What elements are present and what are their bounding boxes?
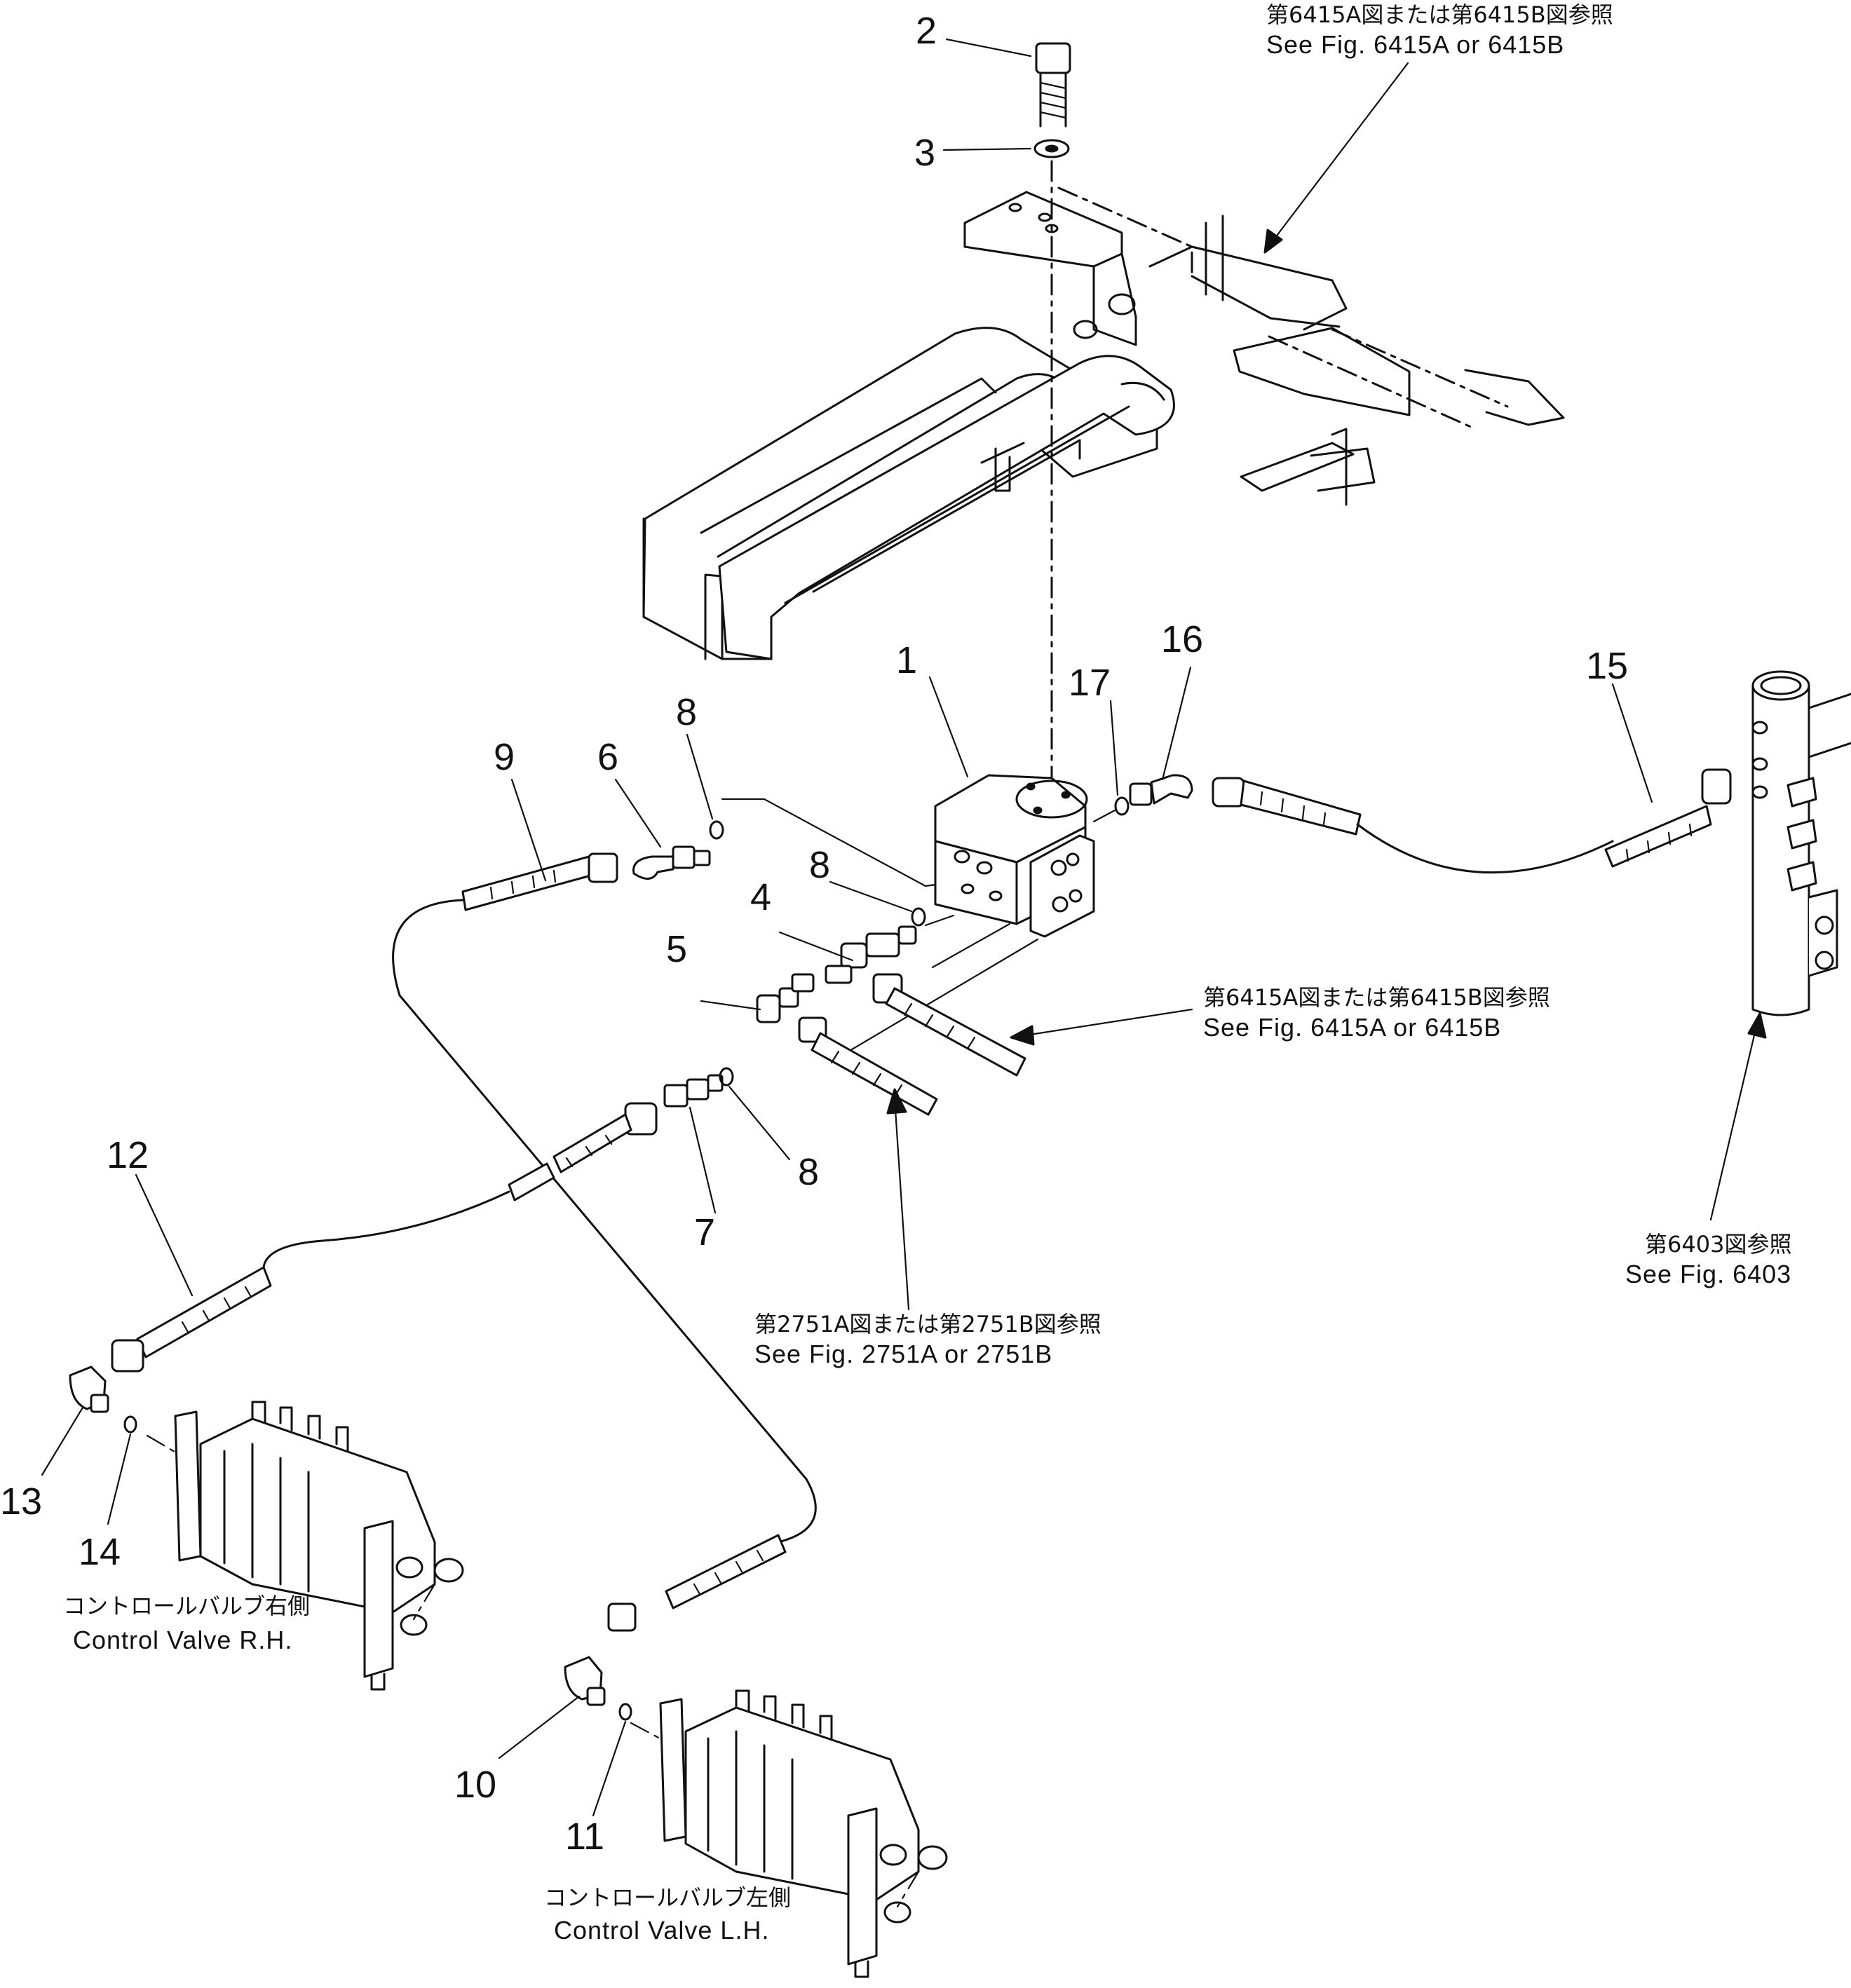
callout-16: 16 — [1161, 618, 1203, 660]
callout-8-upper: 8 — [676, 691, 697, 733]
o-ring-part-8-middle — [911, 907, 926, 927]
callout-9: 9 — [494, 736, 515, 778]
reference-bottom-jp: 第2751A図または第2751B図参照 — [754, 1311, 1101, 1337]
o-ring-part-8-upper — [709, 820, 724, 840]
callout-14: 14 — [79, 1531, 121, 1573]
pipe-reference-6415-lower — [872, 973, 1026, 1077]
control-valve-lh — [630, 1689, 948, 1978]
block-leader-lines — [721, 798, 1116, 1053]
callout-6: 6 — [597, 736, 618, 778]
o-ring-part-14 — [123, 1415, 137, 1434]
hose-part-12 — [111, 1102, 658, 1373]
reference-top-en: See Fig. 6415A or 6415B — [1266, 30, 1564, 59]
o-ring-part-17 — [1114, 796, 1130, 816]
valve-rh-label-jp: コントロールバルブ右側 — [63, 1593, 310, 1619]
valve-lh-label-en: Control Valve L.H. — [554, 1916, 769, 1945]
tee-fitting-part-4 — [825, 925, 917, 984]
adapter-part-7 — [663, 1074, 724, 1108]
reference-bottom-en: See Fig. 2751A or 2751B — [754, 1340, 1052, 1368]
main-frame-rails — [642, 327, 1175, 660]
callout-7: 7 — [694, 1211, 715, 1253]
valve-block-part-1 — [934, 774, 1095, 938]
bolt-part-2 — [1035, 42, 1071, 128]
reference-arrows — [886, 62, 1767, 1311]
hose-part-15 — [1212, 768, 1732, 874]
callout-1: 1 — [896, 639, 917, 681]
elbow-fitting-part-13 — [69, 1366, 109, 1413]
callout-8-lower: 8 — [798, 1151, 819, 1193]
washer-part-3 — [1033, 139, 1070, 158]
elbow-fitting-part-16 — [1129, 774, 1193, 806]
o-ring-part-8-lower — [719, 1067, 734, 1087]
elbow-fitting-part-6 — [632, 845, 711, 880]
callout-12: 12 — [107, 1134, 149, 1176]
callout-10: 10 — [454, 1764, 496, 1806]
callout-3: 3 — [914, 132, 935, 174]
manifold-pipe — [1751, 670, 1851, 1016]
reference-mid-en: See Fig. 6415A or 6415B — [1203, 1013, 1501, 1042]
reference-right-en: See Fig. 6403 — [1625, 1260, 1791, 1288]
valve-lh-label-jp: コントロールバルブ左側 — [544, 1884, 791, 1911]
control-valve-rh — [146, 1401, 464, 1691]
callout-13: 13 — [0, 1480, 42, 1523]
reference-top-jp: 第6415A図または第6415B図参照 — [1266, 1, 1613, 28]
valve-rh-label-en: Control Valve R.H. — [73, 1626, 292, 1654]
callout-17: 17 — [1069, 662, 1111, 704]
callout-4: 4 — [750, 876, 771, 918]
reference-right-jp: 第6403図参照 — [1645, 1231, 1791, 1258]
reference-mid-jp: 第6415A図または第6415B図参照 — [1203, 984, 1550, 1011]
elbow-fitting-part-5 — [756, 973, 815, 1023]
o-ring-part-11 — [618, 1703, 632, 1721]
elbow-fitting-part-10 — [564, 1656, 606, 1706]
callout-15: 15 — [1586, 645, 1628, 687]
callout-8-middle: 8 — [809, 844, 830, 886]
frame-bracket — [963, 186, 1565, 506]
callout-2: 2 — [916, 10, 937, 52]
pipe-reference-2751 — [798, 1016, 938, 1116]
callout-5: 5 — [666, 928, 687, 970]
hose-part-9 — [392, 852, 817, 1632]
callout-leaders — [41, 38, 1653, 1817]
callout-11: 11 — [565, 1816, 604, 1858]
